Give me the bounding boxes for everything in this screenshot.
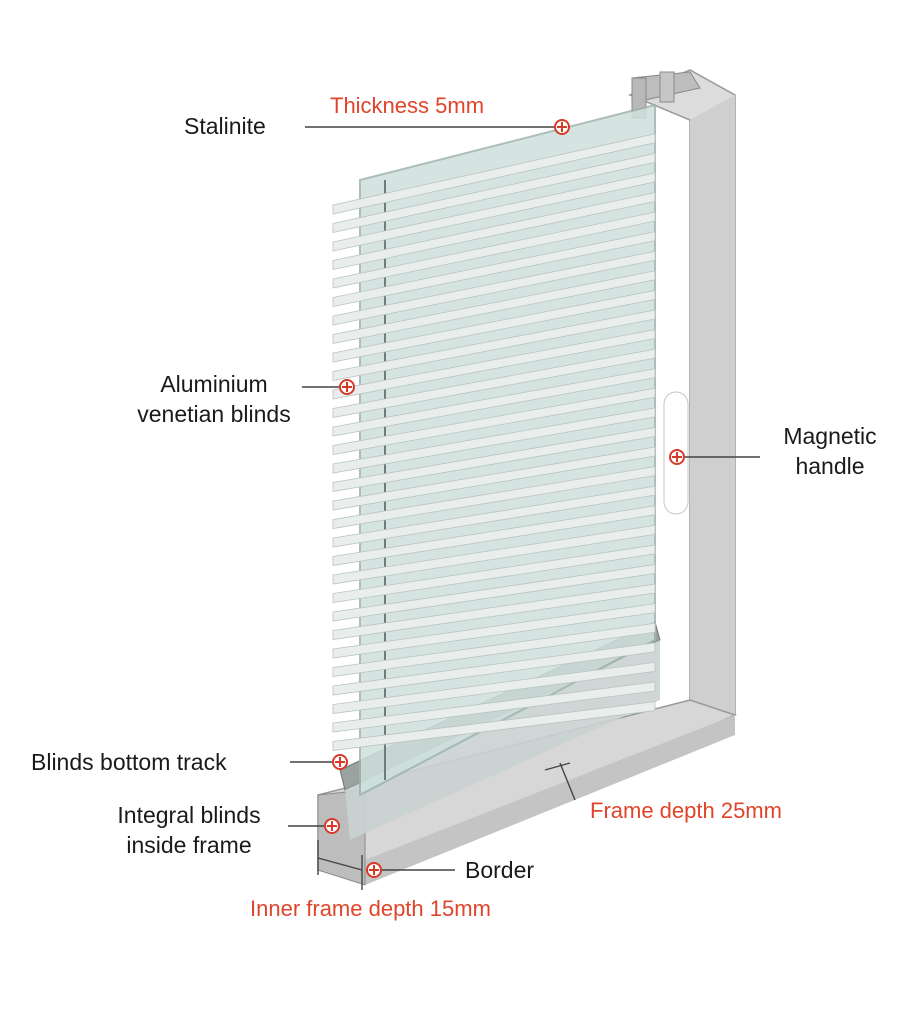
marker-track (332, 754, 348, 770)
slat (332, 603, 656, 659)
slat (332, 407, 656, 474)
magnetic-handle-line-1: Magnetic (783, 423, 877, 449)
slat (332, 329, 656, 400)
slat (332, 466, 656, 529)
marker-border (366, 862, 382, 878)
slat (332, 172, 656, 252)
slat (332, 387, 656, 455)
slat (332, 701, 656, 751)
slat (332, 289, 656, 363)
slat (332, 348, 656, 418)
aluminium-blinds-label: Aluminium venetian blinds (108, 369, 320, 429)
slat (332, 133, 656, 215)
slat (332, 191, 656, 270)
integral-blinds-line-1: Integral blinds (117, 802, 261, 828)
aluminium-blinds-line-1: Aluminium (160, 371, 268, 397)
integral-blinds-line-2: inside frame (126, 832, 252, 858)
slat (332, 622, 656, 677)
slat (332, 524, 656, 585)
slat (332, 485, 656, 548)
slat (332, 250, 656, 326)
slat (332, 270, 656, 344)
thickness-measurement: Thickness 5mm (330, 93, 485, 118)
slat (332, 544, 656, 603)
frame-depth-measurement: Frame depth 25mm (590, 798, 782, 823)
inner-frame-depth-measurement: Inner frame depth 15mm (250, 896, 491, 921)
magnetic-handle-line-2: handle (795, 453, 865, 479)
marker-blinds (339, 379, 355, 395)
slat (332, 642, 656, 696)
marker-stalinite (554, 119, 570, 135)
integral-blinds-label: Integral blinds inside frame (88, 800, 290, 860)
slat (332, 152, 656, 233)
stalinite-label: Stalinite (184, 113, 266, 139)
aluminium-blinds-line-2: venetian blinds (137, 401, 291, 427)
slat (332, 564, 656, 622)
marker-handle (669, 449, 685, 465)
border-label: Border (465, 857, 535, 883)
blinds-bottom-track-label: Blinds bottom track (31, 749, 227, 775)
venetian-slats (332, 133, 656, 751)
slat (332, 231, 656, 307)
slat (332, 505, 656, 566)
slat (332, 368, 656, 437)
slat (332, 681, 656, 733)
magnetic-handle-label: Magnetic handle (762, 421, 898, 481)
callout-markers (324, 119, 685, 878)
slat (332, 583, 656, 640)
slat (332, 211, 656, 289)
slat (332, 426, 656, 492)
slat (332, 309, 656, 381)
slat (332, 446, 656, 511)
marker-integral (324, 818, 340, 834)
slat (332, 661, 656, 714)
